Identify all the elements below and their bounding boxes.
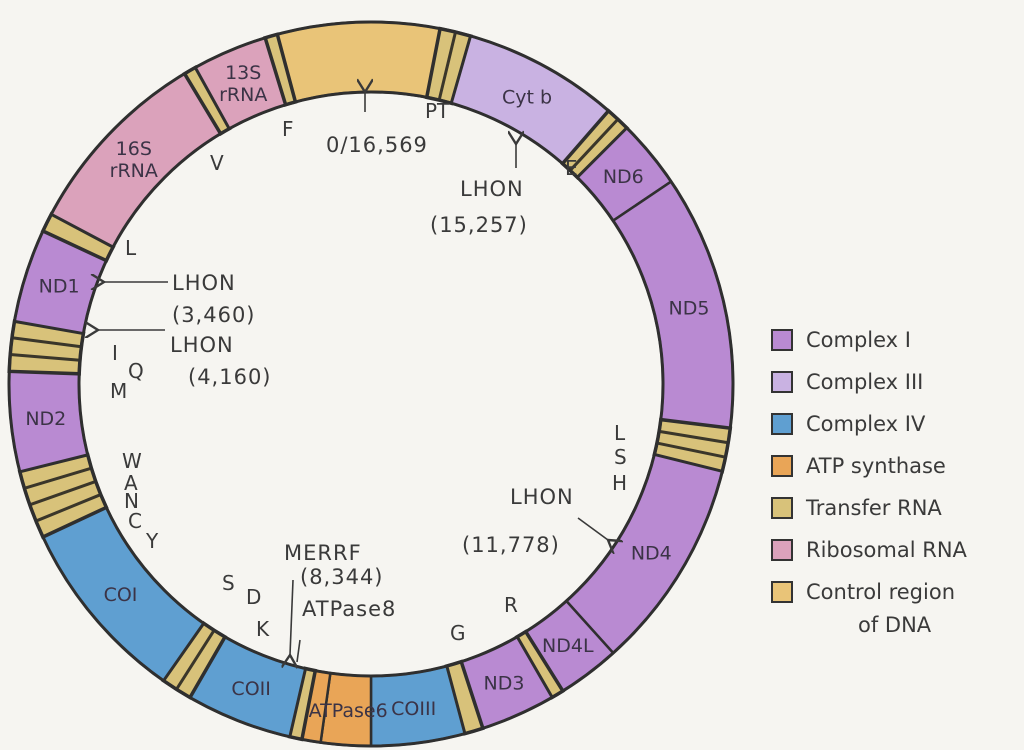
lhon-15257-name: LHON	[460, 177, 524, 201]
annotation-text: 0/16,569 LHON (15,257) LHON (3,460) LHON…	[170, 133, 574, 621]
legend-label: Complex I	[806, 328, 911, 352]
trna-stripe	[175, 629, 216, 691]
segment-label-nd5: ND5	[668, 298, 709, 320]
trna-letter-l: L	[614, 421, 626, 445]
trna-letter-c: C	[128, 509, 142, 533]
atpase8-line	[296, 639, 301, 663]
legend-label: Transfer RNA	[805, 496, 942, 520]
segment-label-coiii: COIII	[391, 698, 436, 720]
trna-letter-w: W	[122, 449, 142, 473]
trna-letter-d: D	[246, 585, 261, 609]
merrf-name: MERRF	[284, 541, 362, 565]
legend-swatch	[771, 455, 793, 477]
trna-stripe	[29, 480, 97, 507]
legend-item-rrna: Ribosomal RNA	[771, 538, 968, 562]
legend-item-atp: ATP synthase	[771, 454, 946, 478]
legend-swatch	[771, 371, 793, 393]
trna-letter-v: V	[210, 151, 224, 175]
segment-labels: Cyt bND6ND5ND4ND4LND3COIIIATPase6COIICOI…	[25, 62, 709, 722]
segment-label-nd3: ND3	[484, 673, 525, 695]
segment-label-atpase6: ATPase6	[309, 700, 388, 722]
trna-stripe	[569, 118, 619, 172]
legend-label: Complex III	[806, 370, 923, 394]
legend-swatch	[771, 539, 793, 561]
legend-swatch	[771, 581, 793, 603]
trna-letter-n: N	[124, 489, 139, 513]
ring-outer-edge	[7, 20, 735, 748]
lhon-11778-pos: (11,778)	[462, 533, 560, 557]
segment-control-region	[275, 20, 442, 104]
trna-stripe	[658, 429, 729, 445]
trna-stripe	[656, 441, 726, 459]
trna-letter-s: S	[614, 445, 627, 469]
lhon-11778-name: LHON	[510, 485, 574, 509]
trna-letter-a: A	[124, 471, 138, 495]
segment-label-coii: COII	[231, 678, 270, 700]
segment-label-nd4: ND4	[631, 542, 672, 564]
trna-letter-i: I	[112, 341, 118, 365]
trna-letter-m: M	[110, 379, 127, 403]
segment-label-cytb: Cyt b	[502, 87, 552, 109]
segment-label-nd1: ND1	[39, 276, 80, 298]
trna-letter-e: E	[565, 156, 578, 180]
legend-swatch	[771, 413, 793, 435]
legend-item-complex1: Complex I	[771, 328, 911, 352]
trna-stripe	[10, 353, 81, 362]
lhon-3460-name: LHON	[172, 271, 236, 295]
trna-stripe	[35, 493, 102, 523]
trna-letter-g: G	[450, 621, 466, 645]
origin-label: 0/16,569	[326, 133, 428, 157]
legend-item-control: Control region of DNA	[771, 580, 955, 637]
segment-label-nd2: ND2	[25, 408, 66, 430]
trna-letter-q: Q	[128, 359, 144, 383]
legend-label: Complex IV	[806, 412, 926, 436]
trna-letter-k: K	[256, 617, 270, 641]
trna-letter-pt: PT	[425, 99, 450, 123]
trna-letter-h: H	[612, 471, 627, 495]
trna-letter-r: R	[504, 593, 518, 617]
legend-swatch	[771, 497, 793, 519]
legend-item-complex3: Complex III	[771, 370, 923, 394]
legend: Complex I Complex III Complex IV ATP syntha…	[771, 328, 968, 637]
legend-swatch	[771, 329, 793, 351]
lhon-4160-name: LHON	[170, 333, 234, 357]
trna-letter-f: F	[282, 117, 294, 141]
trna-letter-y: Y	[145, 529, 159, 553]
segment-label-nd4l: ND4L	[542, 635, 594, 657]
trna-stripe	[11, 336, 82, 349]
annotations	[98, 92, 608, 662]
legend-label-line2: of DNA	[858, 613, 932, 637]
segment-label-coi: COI	[104, 584, 138, 606]
trna-stripe	[23, 466, 92, 490]
lhon-11778-arrow	[577, 517, 608, 540]
atpase8-label: ATPase8	[302, 597, 396, 621]
lhon-4160-pos: (4,160)	[188, 365, 272, 389]
legend-item-trna: Transfer RNA	[771, 496, 942, 520]
legend-label: Control region	[806, 580, 955, 604]
trna-letter-l: L	[125, 236, 137, 260]
legend-item-complex4: Complex IV	[771, 412, 926, 436]
legend-label: ATP synthase	[806, 454, 946, 478]
trna-stripe	[437, 31, 457, 101]
segment-label-nd6: ND6	[603, 166, 644, 188]
lhon-3460-pos: (3,460)	[172, 303, 256, 327]
legend-label: Ribosomal RNA	[806, 538, 968, 562]
lhon-15257-pos: (15,257)	[430, 213, 528, 237]
merrf-pos: (8,344)	[300, 565, 384, 589]
genome-ring	[7, 20, 735, 748]
trna-letter-s: S	[222, 571, 235, 595]
merrf-arrow	[290, 579, 293, 655]
